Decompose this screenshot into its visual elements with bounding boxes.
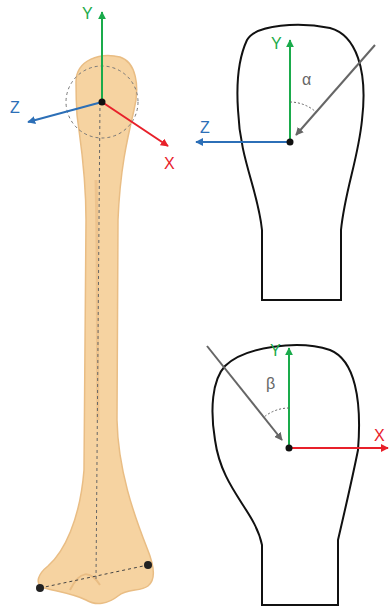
axis-label: Y	[82, 6, 93, 22]
origin-point	[99, 99, 106, 106]
direction-arrow	[207, 346, 282, 440]
axis-label: Y	[270, 343, 281, 359]
axis-label: Y	[271, 36, 282, 52]
epicondyle-point	[144, 561, 152, 569]
bone-outline	[237, 25, 363, 300]
angle-label: β	[266, 376, 275, 392]
x-axis	[289, 447, 388, 449]
z-axis	[196, 141, 290, 143]
angle-label: α	[302, 72, 311, 88]
epicondyle-point	[36, 584, 44, 592]
direction-arrow	[296, 45, 375, 135]
bone-outline	[212, 345, 359, 605]
x-axis	[102, 102, 168, 146]
epicondyle-axis	[40, 565, 148, 588]
angle-arc	[264, 408, 289, 417]
axis-label: Z	[10, 100, 20, 116]
y-axis	[289, 40, 291, 142]
axis-label: Z	[200, 120, 210, 136]
y-axis	[101, 12, 103, 102]
axis-label: X	[374, 428, 385, 444]
origin-point	[287, 139, 294, 146]
y-axis	[288, 348, 290, 448]
shaft-axis	[96, 102, 100, 580]
origin-point	[286, 445, 293, 452]
angle-arc	[290, 102, 316, 112]
z-axis	[28, 102, 102, 122]
axis-label: X	[164, 156, 175, 172]
humerus-bone	[38, 56, 153, 604]
